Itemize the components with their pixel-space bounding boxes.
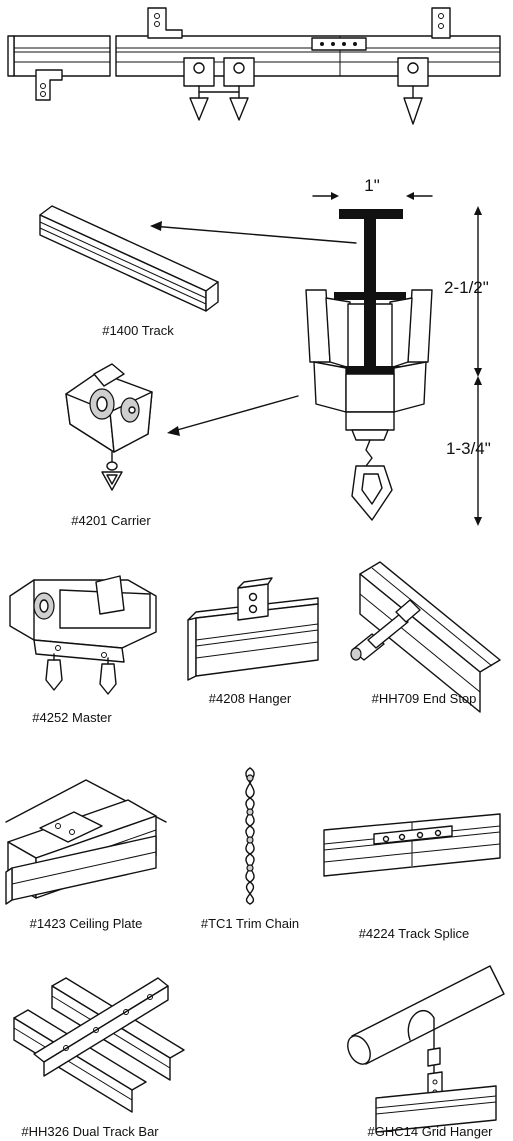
dimension-lower-height-label: 1-3/4": [446, 439, 491, 458]
caption-hh709-end-stop: #HH709 End Stop: [372, 691, 477, 706]
hanger-4208-illustration: [187, 577, 319, 681]
track-1400-illustration: [39, 205, 219, 312]
dimension-width-label: 1": [364, 176, 380, 195]
caption-1400-track: #1400 Track: [102, 323, 174, 338]
caption-ghc14-grid-hanger: #GHC14 Grid Hanger: [368, 1124, 494, 1139]
end-stop-hh709-illustration: [350, 561, 501, 713]
caption-tc1-trim-chain: #TC1 Trim Chain: [201, 916, 299, 931]
dual-track-bar-hh326-illustration: [13, 977, 185, 1113]
master-4252-illustration: [9, 575, 157, 695]
caption-4252-master: #4252 Master: [32, 710, 112, 725]
dimension-upper-height-label: 2-1/2": [444, 278, 489, 297]
caption-4201-carrier: #4201 Carrier: [71, 513, 151, 528]
caption-4208-hanger: #4208 Hanger: [209, 691, 292, 706]
dimension-lines: [312, 192, 482, 526]
carrier-profile-illustration: [305, 209, 433, 521]
grid-hanger-ghc14-illustration: [347, 965, 505, 1133]
track-splice-4224-illustration: [323, 813, 501, 877]
carrier-4201-illustration: [65, 363, 153, 491]
caption-hh326-dual-track-bar: #HH326 Dual Track Bar: [21, 1124, 159, 1139]
caption-1423-ceiling-plate: #1423 Ceiling Plate: [30, 916, 143, 931]
caption-4224-track-splice: #4224 Track Splice: [359, 926, 470, 941]
trim-chain-tc1-illustration: [245, 767, 255, 905]
track-assembly-illustration: [7, 7, 501, 125]
pointer-arrows: [150, 221, 357, 436]
ceiling-plate-1423-illustration: [5, 779, 167, 905]
